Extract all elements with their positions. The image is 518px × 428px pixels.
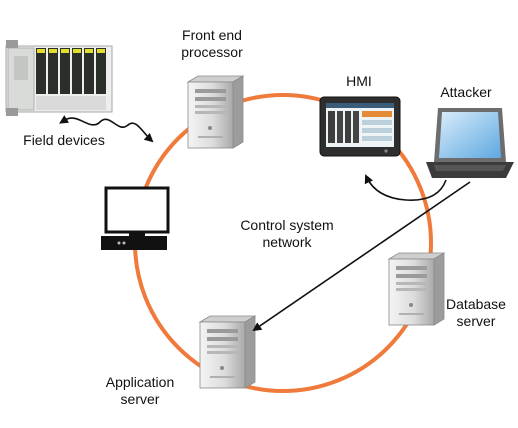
- field-link-line: [59, 115, 154, 143]
- hmi-label: HMI: [346, 73, 372, 89]
- server-tower-icon: [186, 75, 245, 149]
- front-end-processor-label: Front end processor: [172, 27, 252, 61]
- attack-arrow-hmi: [364, 174, 447, 201]
- workstation-icon: [101, 186, 170, 250]
- network-label-line1: Control system: [240, 217, 334, 233]
- plc-rack-icon: [5, 40, 113, 116]
- server-tower-icon: [387, 252, 446, 326]
- laptop-icon: [426, 108, 514, 178]
- server-tower-icon: [198, 315, 257, 389]
- database-server-label-line1: Database: [446, 296, 506, 312]
- application-server-label: Application server: [92, 374, 188, 408]
- network-label: Control system network: [228, 217, 346, 251]
- application-server-label-line1: Application: [105, 374, 175, 390]
- attacker-label: Attacker: [440, 84, 492, 100]
- application-server-label-line2: server: [120, 391, 160, 407]
- network-label-line2: network: [262, 234, 312, 250]
- attack-arrow-application-server: [252, 181, 471, 332]
- front-end-processor-label-line2: processor: [181, 44, 243, 60]
- database-server-label: Database server: [438, 296, 514, 330]
- field-devices-label: Field devices: [23, 132, 105, 148]
- touch-panel-icon: [319, 96, 401, 157]
- database-server-label-line2: server: [456, 313, 496, 329]
- front-end-processor-label-line1: Front end: [182, 27, 242, 43]
